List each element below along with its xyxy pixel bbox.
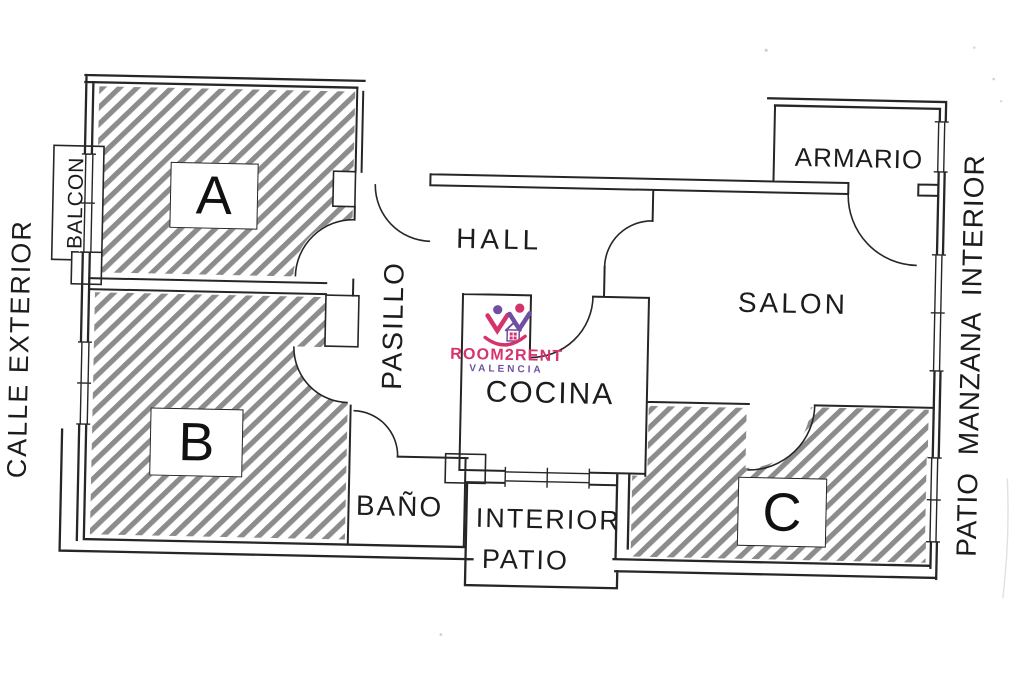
armario-label: ARMARIO xyxy=(794,141,924,175)
room-a-label: A xyxy=(195,165,233,227)
scan-specks xyxy=(439,46,1009,636)
pasillo-label: PASILLO xyxy=(376,260,410,391)
room-a-label-box: A xyxy=(169,161,259,230)
room-c-label: C xyxy=(761,481,803,543)
interior-patio-label-line2: PATIO xyxy=(481,543,570,576)
logo-city: VALENCIA xyxy=(469,363,544,376)
room-c-label-box: C xyxy=(736,476,828,548)
wall-recesses xyxy=(324,170,487,485)
interior-patio-label-line1: INTERIOR xyxy=(475,502,622,536)
room2rent-logo-icon xyxy=(483,303,532,347)
room-b-label-box: B xyxy=(149,407,244,478)
calle-exterior-label: CALLE EXTERIOR xyxy=(1,218,38,479)
balcon-label: BALCON xyxy=(63,156,89,250)
hall-label: HALL xyxy=(455,222,543,256)
bano-label: BAÑO xyxy=(355,489,444,523)
salon-label: SALON xyxy=(737,286,849,321)
windows xyxy=(75,121,949,543)
room-b-label: B xyxy=(177,412,216,473)
logo-name: ROOM2RENT xyxy=(450,345,564,366)
door-arcs xyxy=(293,184,917,471)
cocina-label: COCINA xyxy=(485,375,615,412)
